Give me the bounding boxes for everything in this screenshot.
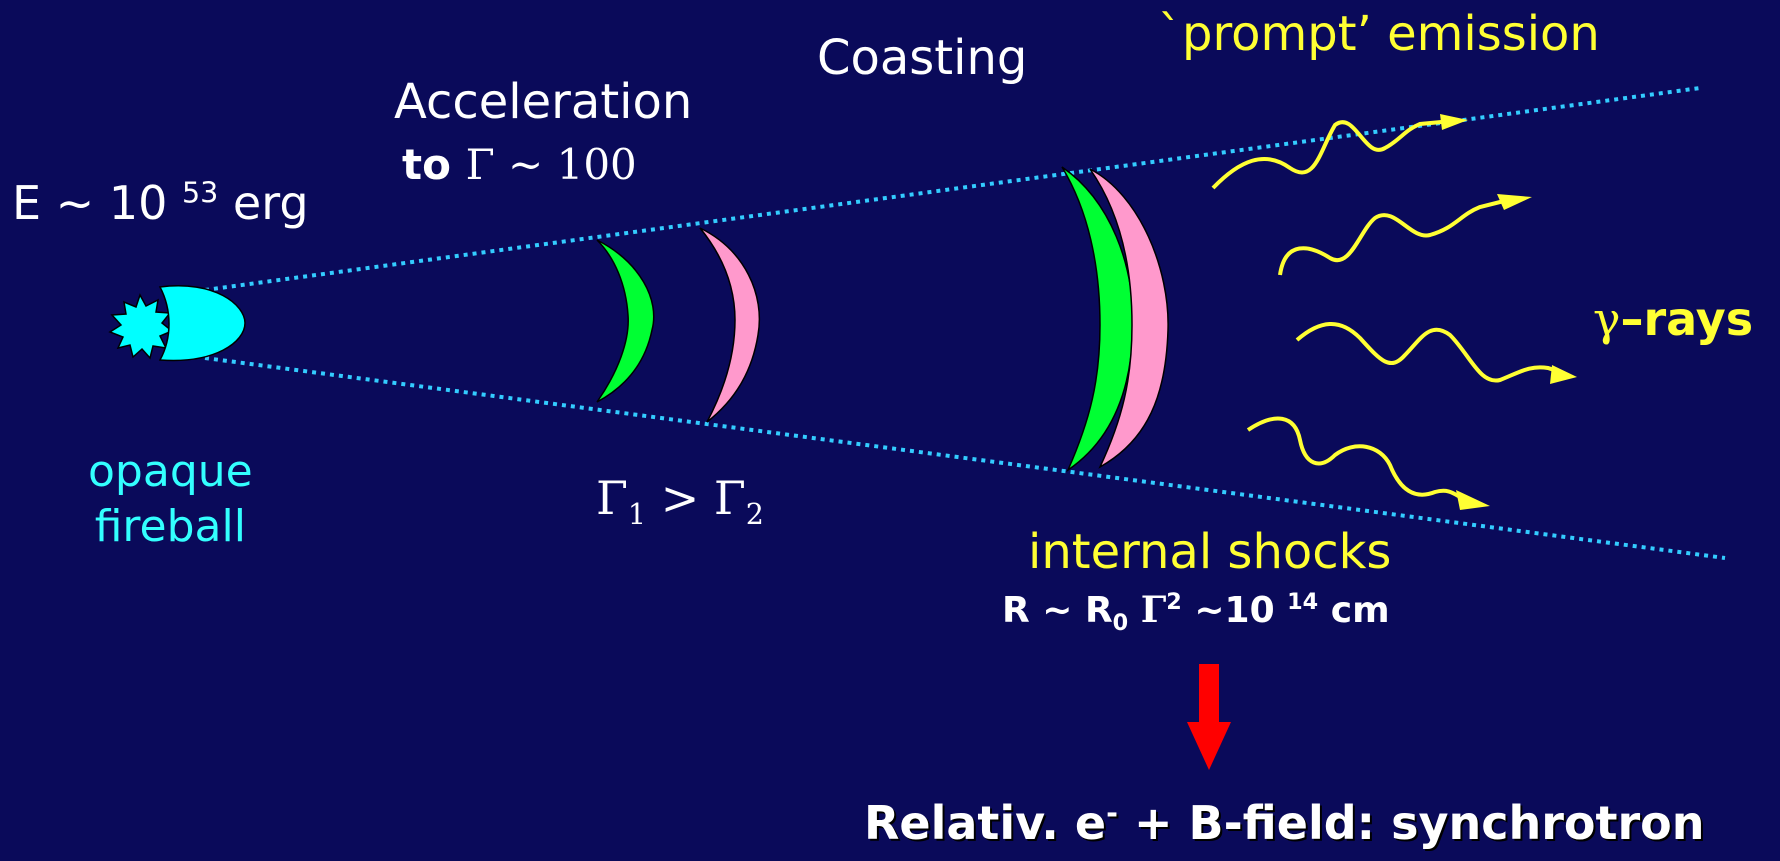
shell-slow-accelerating xyxy=(699,227,761,423)
energy-label: E ~ 10 53 erg xyxy=(12,176,309,230)
photon-arrow-1 xyxy=(1440,114,1468,130)
shock-radius-label: R ~ R0 Γ2 ~10 14 cm xyxy=(1002,589,1390,637)
photon-arrow-2 xyxy=(1497,194,1532,210)
jet-edge-lower xyxy=(204,356,1726,560)
red-down-arrow xyxy=(1187,664,1231,770)
gamma-rays-label: γ–rays xyxy=(1593,292,1754,346)
fireball-shell xyxy=(158,285,246,362)
photon-4 xyxy=(1246,416,1490,510)
shell-fast-coasting xyxy=(1061,166,1134,473)
photon-2 xyxy=(1278,194,1532,276)
lorentz-factor-relation: Γ1 > Γ2 xyxy=(596,471,764,532)
photon-3 xyxy=(1295,322,1577,384)
photon-1 xyxy=(1211,114,1468,190)
synchrotron-label: Relativ. e- + B-field: synchrotron xyxy=(864,796,1705,850)
fireball-burst-icon xyxy=(108,293,174,360)
internal-shocks-label: internal shocks xyxy=(1028,524,1392,580)
photon-arrow-3 xyxy=(1550,365,1577,384)
opaque-fireball-label: opaque fireball xyxy=(88,444,253,554)
photon-arrow-4 xyxy=(1456,490,1490,510)
acceleration-target-label: to Γ ~ 100 xyxy=(402,140,637,189)
acceleration-label: Acceleration xyxy=(394,74,693,130)
opaque-fireball-line1: opaque xyxy=(88,446,253,497)
opaque-fireball-line2: fireball xyxy=(94,501,246,552)
prompt-emission-label: `prompt’ emission xyxy=(1158,6,1600,62)
shell-fast-accelerating xyxy=(596,239,655,403)
coasting-label: Coasting xyxy=(817,30,1028,86)
shell-slow-coasting xyxy=(1089,168,1169,469)
